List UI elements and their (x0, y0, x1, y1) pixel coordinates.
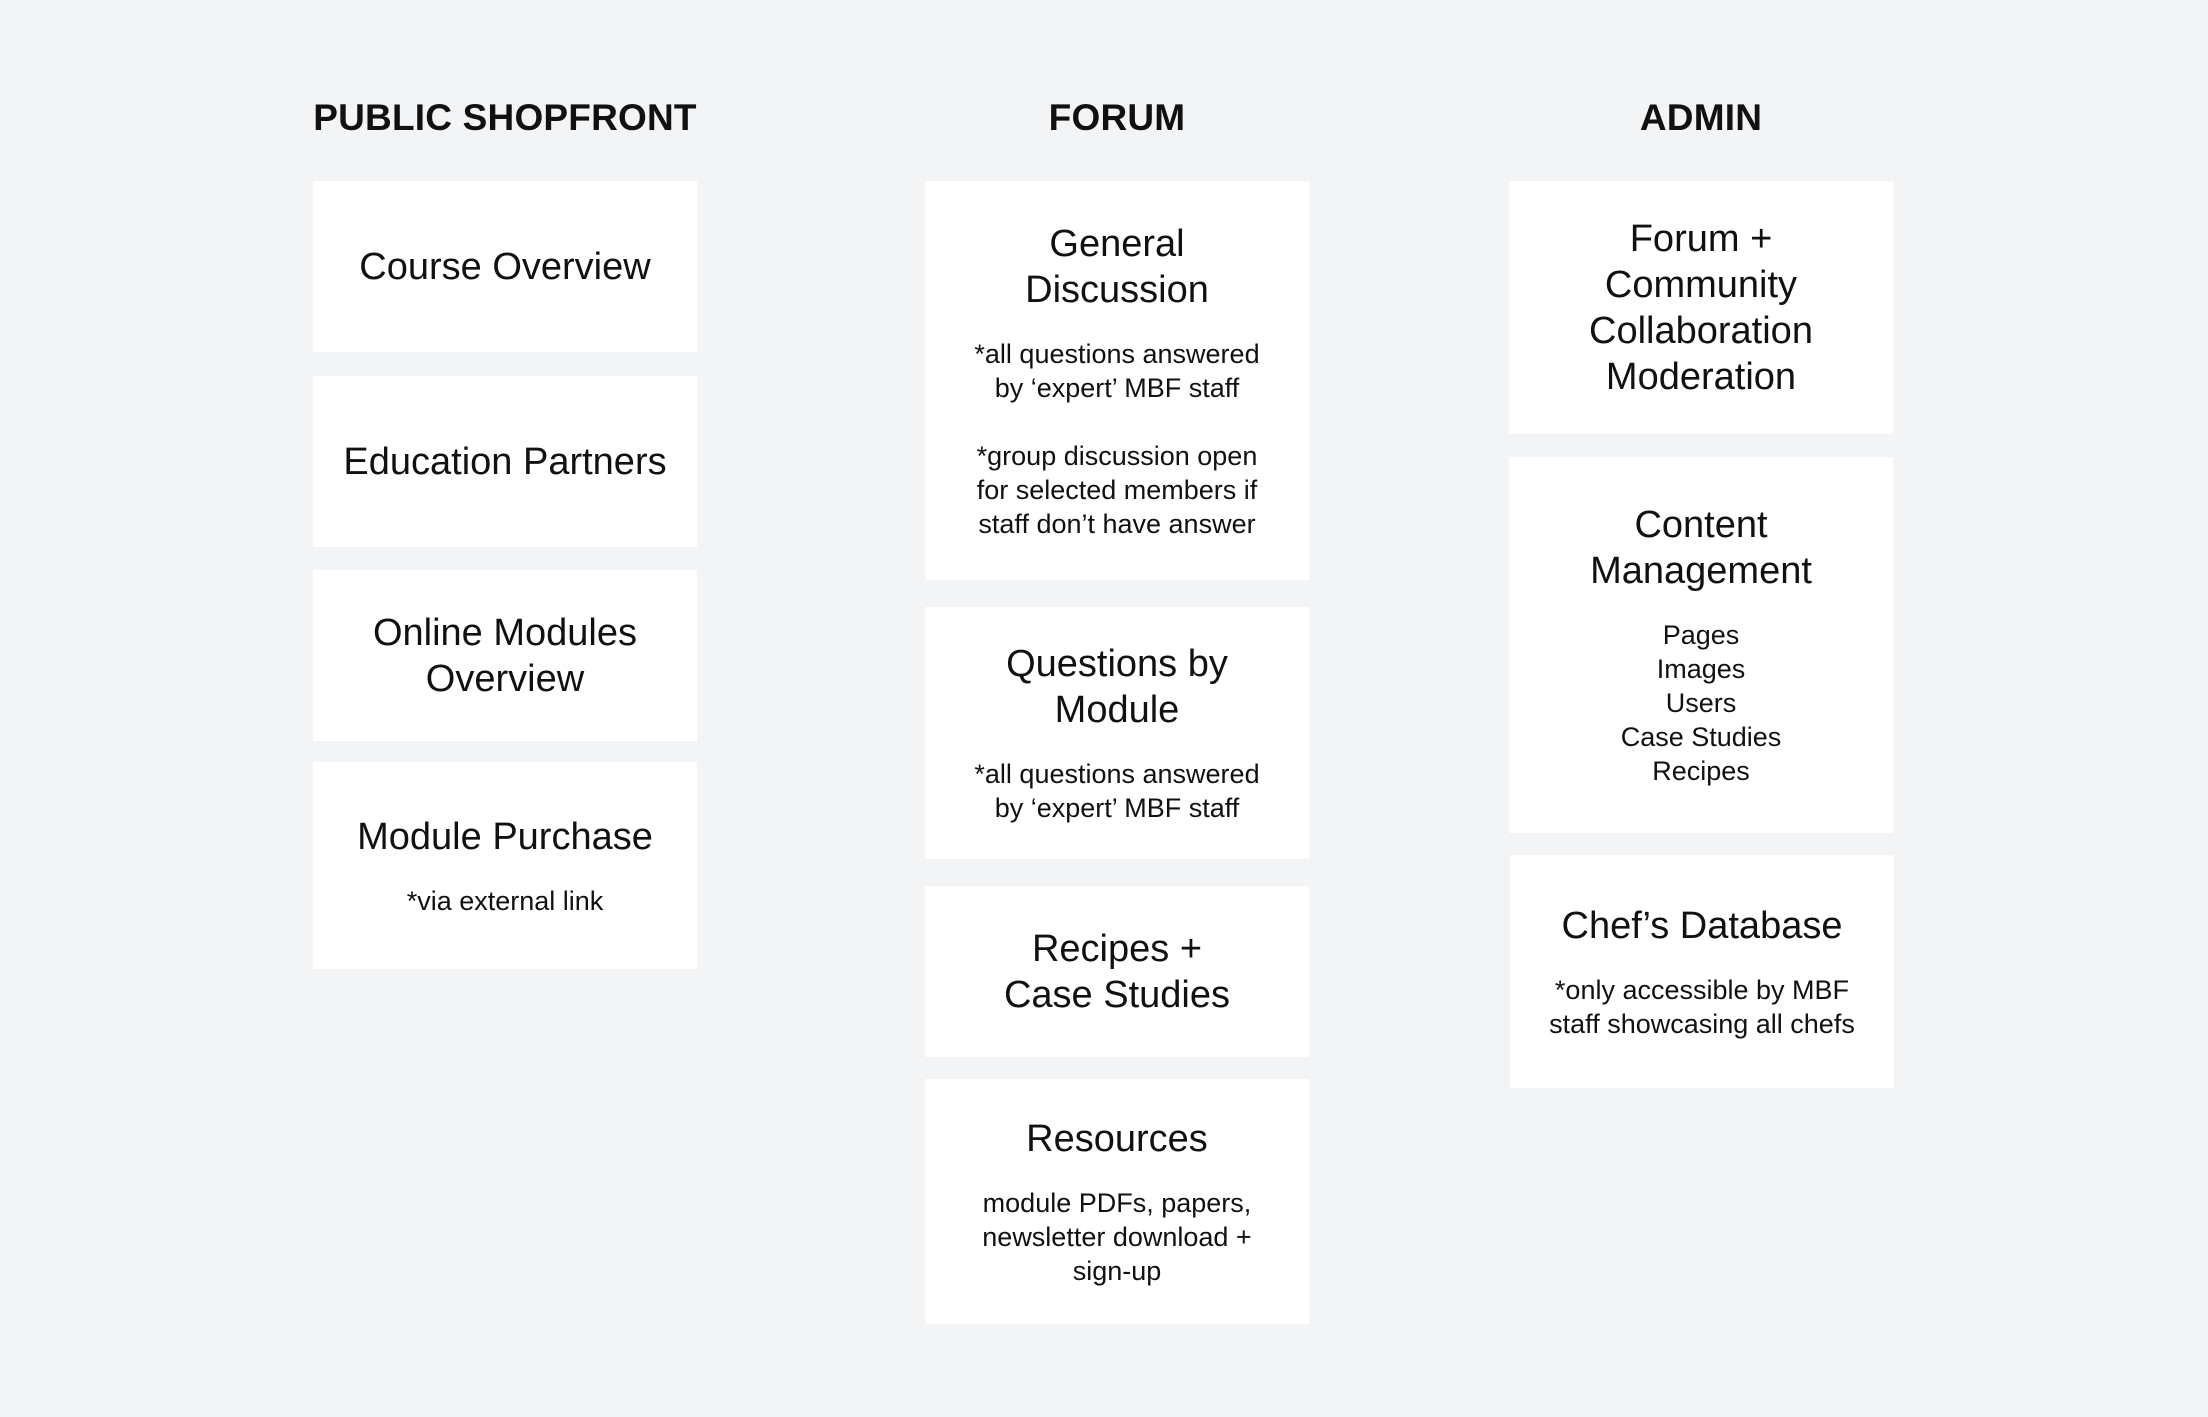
card-general-discussion: General Discussion *all questions answer… (925, 181, 1309, 580)
list-item-recipes: Recipes (1652, 756, 1750, 786)
card-note: *via external link (406, 885, 604, 916)
card-title: Forum + Community Collaboration Moderati… (1589, 217, 1813, 398)
card-note: *all questions answered by ‘expert’ MBF … (974, 759, 1260, 823)
card-content-management: Content Management Pages Images Users Ca… (1509, 457, 1893, 833)
card-title: Recipes + Case Studies (1003, 927, 1230, 1016)
content-management-list: Pages Images Users Case Studies Recipes (1621, 618, 1782, 788)
card-note: *all questions answered by ‘expert’ MBF … (974, 338, 1260, 403)
card-resources: Resources module PDFs, papers, newslette… (925, 1079, 1309, 1324)
list-item-images: Images (1656, 654, 1746, 684)
column-heading-admin: ADMIN (1639, 97, 1763, 138)
card-title: Course Overview (359, 245, 651, 288)
card-chefs-database: Chef’s Database *only accessible by MBF … (1510, 855, 1894, 1088)
card-title: Questions by Module (1006, 643, 1228, 731)
column-heading-public-shopfront: PUBLIC SHOPFRONT (313, 97, 697, 138)
card-title: Content Management (1590, 504, 1812, 592)
list-item-case-studies: Case Studies (1620, 722, 1782, 752)
card-questions-by-module: Questions by Module *all questions answe… (925, 607, 1309, 859)
list-item-users: Users (1665, 688, 1737, 718)
card-title: Resources (1026, 1117, 1208, 1160)
card-module-purchase: Module Purchase *via external link (313, 762, 697, 969)
card-note: module PDFs, papers, newsletter download… (982, 1187, 1252, 1286)
card-title: Online Modules Overview (372, 611, 638, 700)
card-title: Chef’s Database (1561, 904, 1843, 947)
card-note: *only accessible by MBF staff showcasing… (1549, 974, 1855, 1039)
list-item-pages: Pages (1662, 620, 1740, 650)
card-education-partners: Education Partners (313, 376, 697, 547)
card-course-overview: Course Overview (313, 181, 697, 352)
column-heading-forum: FORUM (1048, 97, 1186, 138)
card-recipes-case-studies: Recipes + Case Studies (925, 886, 1309, 1057)
card-title: General Discussion (1025, 222, 1209, 311)
card-online-modules-overview: Online Modules Overview (313, 570, 697, 741)
card-title: Module Purchase (357, 815, 653, 858)
card-title: Education Partners (343, 440, 667, 483)
card-note: *group discussion open for selected memb… (976, 440, 1258, 539)
card-forum-community-moderation: Forum + Community Collaboration Moderati… (1509, 181, 1893, 434)
